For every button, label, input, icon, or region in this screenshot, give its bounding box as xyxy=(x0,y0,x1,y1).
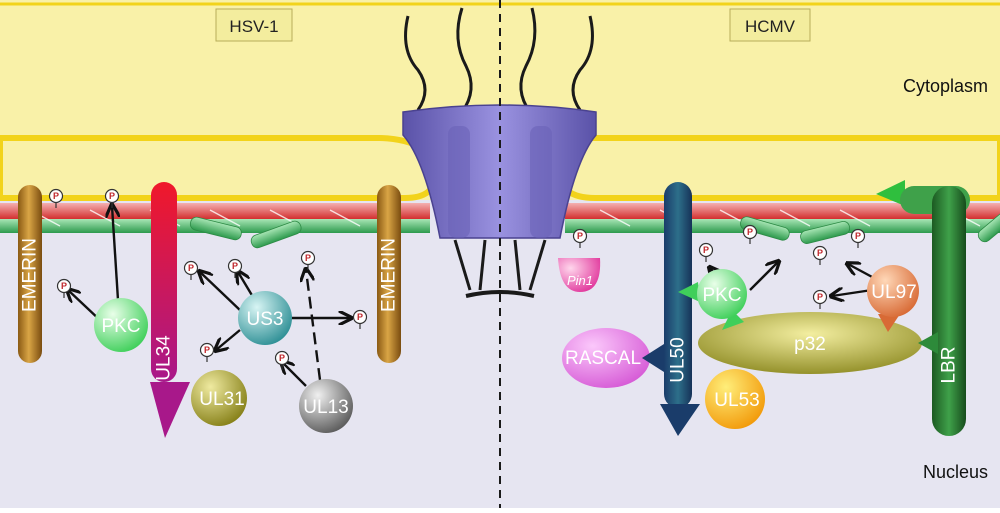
left-virus-label: HSV-1 xyxy=(229,17,278,36)
phosphate-label: P xyxy=(577,231,583,241)
phosphate-label: P xyxy=(305,253,311,263)
ul13-label: UL13 xyxy=(303,397,348,418)
phosphate-label: P xyxy=(188,263,194,273)
p32-protein: p32 xyxy=(698,312,938,374)
p32-label: p32 xyxy=(794,334,826,355)
phosphate-marker: P xyxy=(352,309,368,329)
rascal-label: RASCAL xyxy=(565,348,641,369)
arrow-ul97-to-lamina xyxy=(848,264,875,280)
us3-label: US3 xyxy=(247,309,284,330)
lbr-protein: LBR xyxy=(876,180,970,436)
arrow-us3-to-lamin-a xyxy=(200,272,243,313)
phosphate-marker: P xyxy=(104,188,120,208)
phosphate-marker: P xyxy=(56,278,72,298)
ul97-label: UL97 xyxy=(871,282,916,303)
rascal-protein: RASCAL xyxy=(562,328,650,388)
pkc-left: PKC xyxy=(94,298,148,352)
ul13-protein: UL13 xyxy=(299,379,353,433)
phosphate-marker: P xyxy=(812,245,828,265)
phosphate-marker: P xyxy=(742,224,758,244)
phosphate-label: P xyxy=(817,248,823,258)
phosphate-label: P xyxy=(703,245,709,255)
right-virus-label: HCMV xyxy=(745,17,796,36)
arrow-pkc-to-lamina xyxy=(112,206,118,301)
emerin-right: EMERIN xyxy=(377,185,401,363)
phosphate-marker: P xyxy=(698,242,714,262)
pkc-right-label: PKC xyxy=(702,285,741,306)
nucleus-label: Nucleus xyxy=(923,462,988,482)
arrow-pkc-to-lamina-right xyxy=(749,262,778,291)
pkc-left-label: PKC xyxy=(101,316,140,337)
arrow-ul13-to-lamina xyxy=(306,270,322,381)
phosphate-marker: P xyxy=(199,342,215,362)
phosphate-marker: P xyxy=(300,250,316,270)
pin1-protein: Pin1 xyxy=(558,258,601,292)
membrane-left xyxy=(0,135,439,201)
phosphate-label: P xyxy=(817,292,823,302)
phosphate-marker: P xyxy=(183,260,199,280)
phosphate-label: P xyxy=(53,191,59,201)
lbr-label: LBR xyxy=(939,347,960,384)
phosphate-label: P xyxy=(747,227,753,237)
lamina-fragments xyxy=(189,210,1000,249)
emerin-left: EMERIN xyxy=(18,185,42,363)
phosphate-marker: P xyxy=(812,289,828,309)
phosphate-label: P xyxy=(855,231,861,241)
us3-protein: US3 xyxy=(238,291,292,345)
ul34-label: UL34 xyxy=(154,335,175,381)
left-virus-box xyxy=(215,8,293,42)
emerin-left-label: EMERIN xyxy=(20,238,41,312)
ul53-protein: UL53 xyxy=(705,369,765,429)
phosphate-marker: P xyxy=(850,228,866,248)
arrow-ul13-to-us3 xyxy=(282,362,307,387)
phosphate-marker: P xyxy=(48,188,64,208)
phosphate-label: P xyxy=(357,312,363,322)
phosphate-label: P xyxy=(204,345,210,355)
ul53-label: UL53 xyxy=(714,390,759,411)
phosphate-label: P xyxy=(232,261,238,271)
phosphate-marker: P xyxy=(227,258,243,278)
arrow-ul97-to-p32 xyxy=(832,290,873,296)
phosphate-label: P xyxy=(279,353,285,363)
pkc-right: PKC xyxy=(678,269,747,330)
phosphate-label: P xyxy=(109,191,115,201)
arrow-us3-to-ul34 xyxy=(216,329,241,350)
emerin-right-label: EMERIN xyxy=(379,238,400,312)
phosphate-marker: P xyxy=(572,228,588,248)
ul34-protein: UL34 xyxy=(150,182,190,438)
ul31-label: UL31 xyxy=(199,389,244,410)
phosphate-label: P xyxy=(61,281,67,291)
right-virus-box xyxy=(729,8,811,42)
phosphorylation-sites: P P P P P P P P P P P P P P P xyxy=(48,188,866,370)
ul97-protein: UL97 xyxy=(867,265,919,332)
phosphate-marker: P xyxy=(274,350,290,370)
cytoplasm-label: Cytoplasm xyxy=(903,76,988,96)
ul50-protein: UL50 xyxy=(642,182,700,436)
ul50-label: UL50 xyxy=(668,337,689,382)
ul31-protein: UL31 xyxy=(191,370,247,426)
pin1-label: Pin1 xyxy=(567,273,593,288)
